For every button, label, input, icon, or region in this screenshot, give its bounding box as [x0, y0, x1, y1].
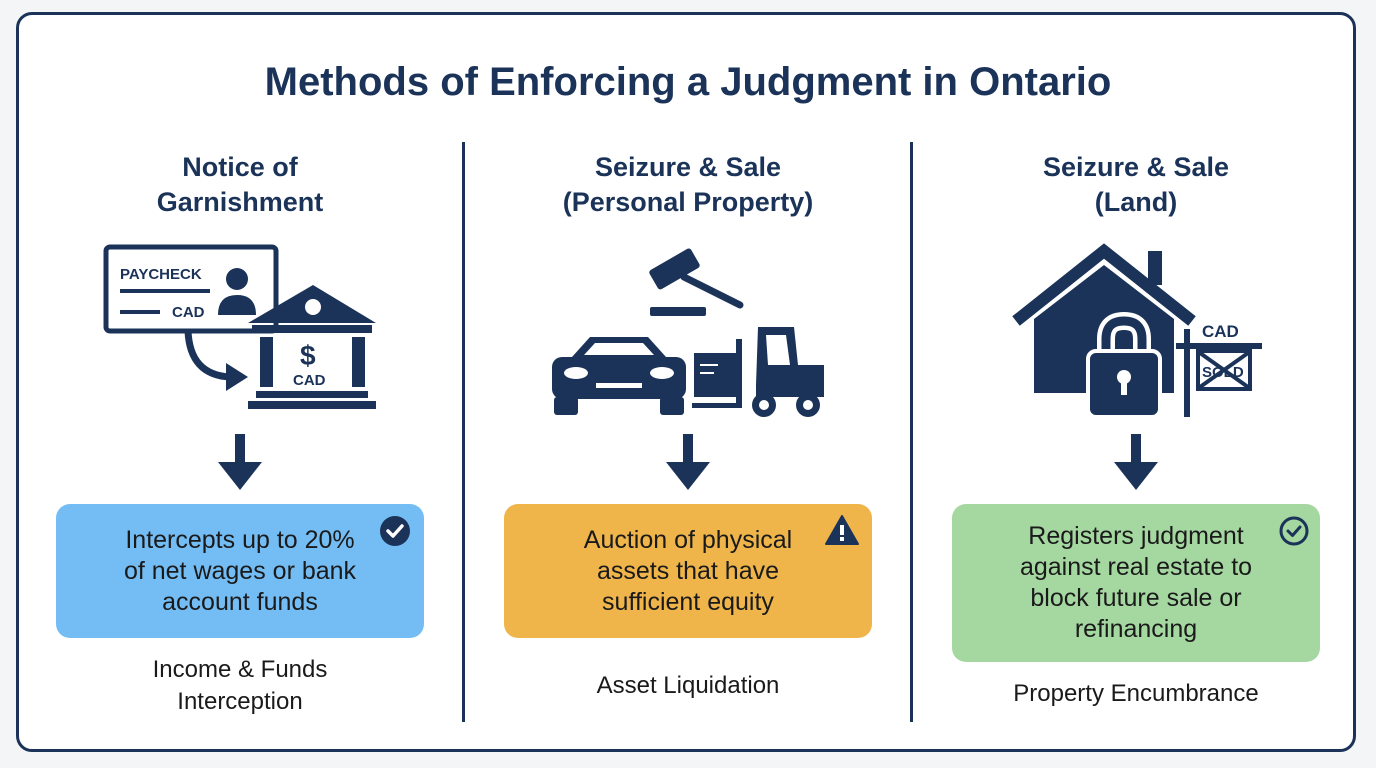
svg-text:CAD: CAD: [172, 304, 205, 321]
sold-sign-icon: CAD SOLD: [1176, 322, 1262, 417]
gavel-icon: [649, 248, 744, 316]
column-garnishment: Notice of Garnishment PAYCHECK CAD: [30, 0, 450, 768]
forklift-icon: [692, 327, 824, 417]
down-arrow-icon: [218, 434, 262, 490]
column-caption: Asset Liquidation: [596, 672, 780, 699]
summary-card: Auction of physical assets that have suf…: [504, 504, 872, 638]
check-circle-icon: [380, 516, 410, 546]
column-heading: Seizure & Sale (Land): [1042, 152, 1230, 217]
bank-icon: $ CAD: [248, 285, 376, 409]
svg-text:CAD: CAD: [1202, 322, 1239, 341]
summary-card: Intercepts up to 20% of net wages or ban…: [56, 504, 424, 638]
down-arrow-icon: [1114, 434, 1158, 490]
car-icon: [552, 337, 686, 415]
warning-icon: [825, 515, 859, 545]
column-heading: Notice of Garnishment: [156, 152, 324, 217]
column-caption: Income & Funds Interception: [152, 656, 328, 715]
curved-arrow-icon: [184, 330, 248, 391]
svg-text:$: $: [300, 340, 316, 371]
summary-card: Registers judgment against real estate t…: [952, 504, 1320, 662]
column-land: Seizure & Sale (Land) CAD SOLD: [926, 0, 1346, 768]
column-personal-property: Seizure & Sale (Personal Property): [478, 0, 898, 768]
padlock-icon: [1086, 311, 1162, 419]
garnishment-illustration: PAYCHECK CAD $ CAD: [30, 235, 450, 425]
paycheck-icon: PAYCHECK CAD: [103, 244, 279, 334]
column-caption: Property Encumbrance: [1013, 680, 1259, 707]
land-illustration: CAD SOLD: [926, 235, 1346, 425]
page-title: Methods of Enforcing a Judgment in Ontar…: [264, 60, 1112, 104]
column-divider: [462, 142, 465, 722]
svg-text:PAYCHECK: PAYCHECK: [120, 266, 202, 283]
svg-text:CAD: CAD: [293, 372, 326, 389]
column-divider: [910, 142, 913, 722]
personal-property-illustration: [478, 235, 898, 425]
down-arrow-icon: [666, 434, 710, 490]
check-circle-outline-icon: [1279, 516, 1309, 546]
column-heading: Seizure & Sale (Personal Property): [562, 152, 814, 217]
